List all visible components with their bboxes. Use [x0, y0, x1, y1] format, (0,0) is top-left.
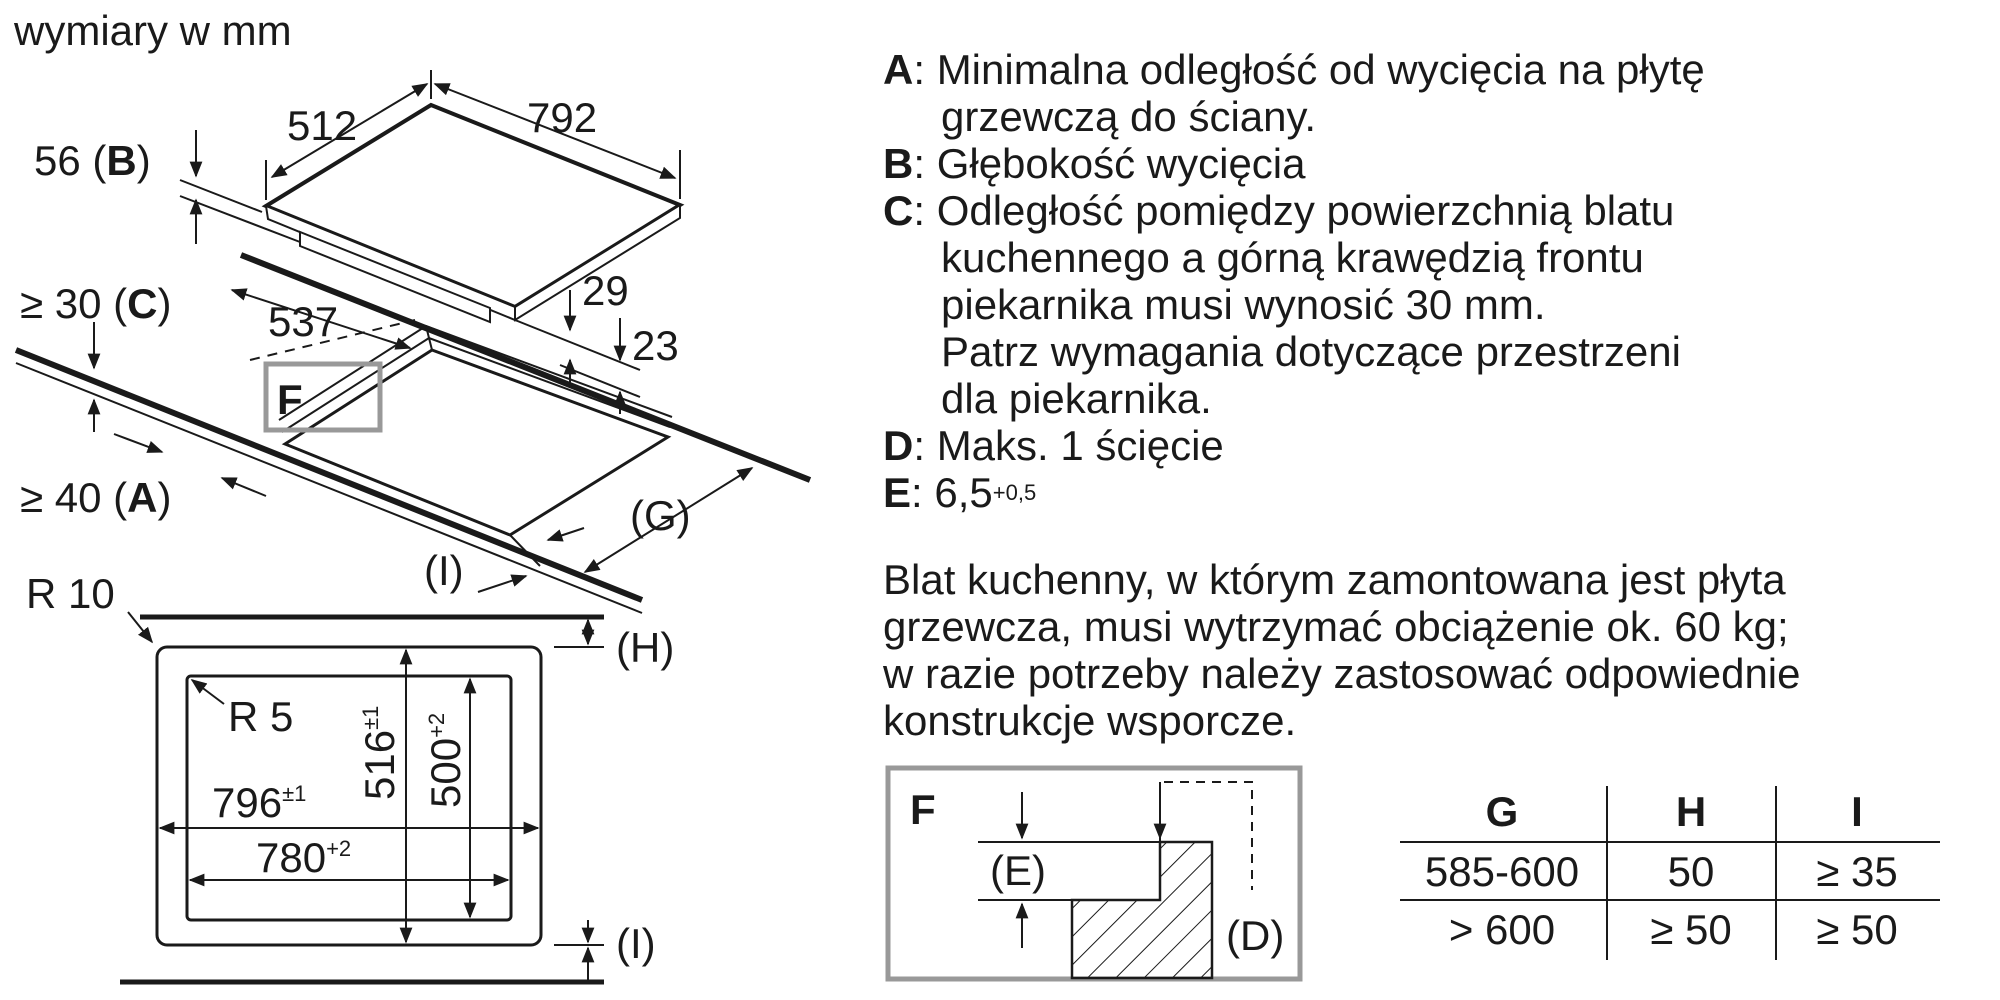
legend-text: Odległość pomiędzy powierzchnią blatu — [936, 187, 1675, 234]
r5-label: R 5 — [228, 693, 293, 740]
legend-key: D — [883, 422, 914, 469]
table-cell: ≥ 35 — [1816, 848, 1897, 895]
dim-796: 796±1 — [212, 779, 306, 826]
legend-key: E — [883, 469, 912, 516]
dim-512-label: 512 — [287, 102, 357, 149]
legend-superscript: +0,5 — [992, 480, 1037, 505]
plan-outer-cutout — [155, 645, 543, 947]
table-header-i: I — [1851, 788, 1863, 835]
detail-f-marker — [263, 361, 383, 433]
legend-text: Patrz wymagania dotyczące przestrzeni — [941, 328, 1681, 375]
detail-f-box: F (E) (D) — [885, 765, 1303, 982]
dim-line-537 — [230, 288, 412, 350]
note-line: Blat kuchenny, w którym zamontowana jest… — [883, 556, 1786, 603]
worktop-front-edge — [14, 347, 644, 603]
detail-d-label: (D) — [1226, 912, 1284, 959]
table-header-h: H — [1676, 788, 1706, 835]
note-line: konstrukcje wsporcze. — [883, 697, 1297, 744]
dim-i-plan-label: (I) — [616, 920, 656, 967]
dim-a: ≥ 40 (A) — [20, 474, 171, 521]
dim-c: ≥ 30 (C) — [20, 280, 171, 327]
dim-h-label: (H) — [616, 624, 674, 671]
table-cell: 585-600 — [1425, 848, 1579, 895]
dim-g-label: (G) — [630, 492, 691, 539]
dim-b: 56 (B) — [34, 137, 151, 184]
note-line: w razie potrzeby należy zastosować odpow… — [883, 650, 1801, 697]
dim-29-label: 29 — [582, 267, 629, 314]
legend-text: Głębokość wycięcia — [936, 140, 1306, 187]
dim-500: 500+2 — [422, 713, 469, 808]
note-line: grzewcza, musi wytrzymać obciążenie ok. … — [883, 603, 1789, 650]
units-label: wymiary w mm — [13, 7, 292, 54]
dim-780: 780+2 — [256, 834, 351, 881]
legend-text: kuchennego a górną krawędzią frontu — [941, 234, 1644, 281]
legend-item-a: A: Minimalna odległość od wycięcia na pł… — [883, 46, 1705, 93]
dim-line-g — [583, 467, 754, 573]
dimension-table: G H I 585-600 50 ≥ 35 > 600 ≥ 50 ≥ 50 — [1400, 786, 1940, 960]
legend-item-d: D: Maks. 1 ścięcie — [883, 422, 1224, 469]
detail-f-marker-label: F — [277, 376, 303, 423]
legend-key: B — [883, 140, 914, 187]
dim-23-label: 23 — [632, 322, 679, 369]
worktop-note: Blat kuchenny, w którym zamontowana jest… — [883, 556, 1983, 744]
legend-item-b: B: Głębokość wycięcia — [883, 140, 1306, 187]
isometric-view: 512 792 56 (B) 537 29 23 ≥ 30 (C) ≥ 40 (… — [14, 70, 812, 614]
legend-item-c: C: Odległość pomiędzy powierzchnią blatu — [883, 187, 1675, 234]
plan-inner-cutout — [185, 674, 513, 922]
dim-line-792 — [433, 83, 677, 179]
detail-f-label: F — [910, 786, 936, 833]
table-header-g: G — [1486, 788, 1519, 835]
cutout-corner — [425, 325, 433, 351]
dim-516: 516±1 — [356, 706, 403, 800]
legend: A: Minimalna odległość od wycięcia na pł… — [883, 46, 1983, 516]
table-cell: 50 — [1668, 848, 1715, 895]
dim-line-512 — [270, 83, 429, 178]
legend-text: Minimalna odległość od wycięcia na płytę — [936, 46, 1705, 93]
worktop-section — [1070, 840, 1214, 980]
legend-text: Maks. 1 ścięcie — [936, 422, 1224, 469]
table-cell: ≥ 50 — [1650, 906, 1731, 953]
table-cell: > 600 — [1449, 906, 1555, 953]
legend-key: C — [883, 187, 914, 234]
dim-i-top-label: (I) — [424, 547, 464, 594]
legend-text: piekarnika musi wynosić 30 mm. — [941, 281, 1546, 328]
dim-792-label: 792 — [527, 94, 597, 141]
table-cell: ≥ 50 — [1816, 906, 1897, 953]
plan-view: R 10 R 5 796±1 780+2 516±1 500+2 (H) (I) — [26, 570, 674, 985]
cutout-outline — [281, 348, 672, 537]
legend-item-e: E: 6,5+0,5 — [883, 469, 1037, 516]
detail-e-label: (E) — [990, 847, 1046, 894]
dim-537-label: 537 — [268, 298, 338, 345]
legend-text: dla piekarnika. — [941, 375, 1212, 422]
legend-key: A — [883, 46, 914, 93]
r10-label: R 10 — [26, 570, 115, 617]
legend-text: 6,5 — [934, 469, 993, 516]
hob-side-face — [514, 203, 681, 322]
legend-text: grzewczą do ściany. — [941, 93, 1317, 140]
worktop-front-edge-lower — [15, 362, 643, 614]
